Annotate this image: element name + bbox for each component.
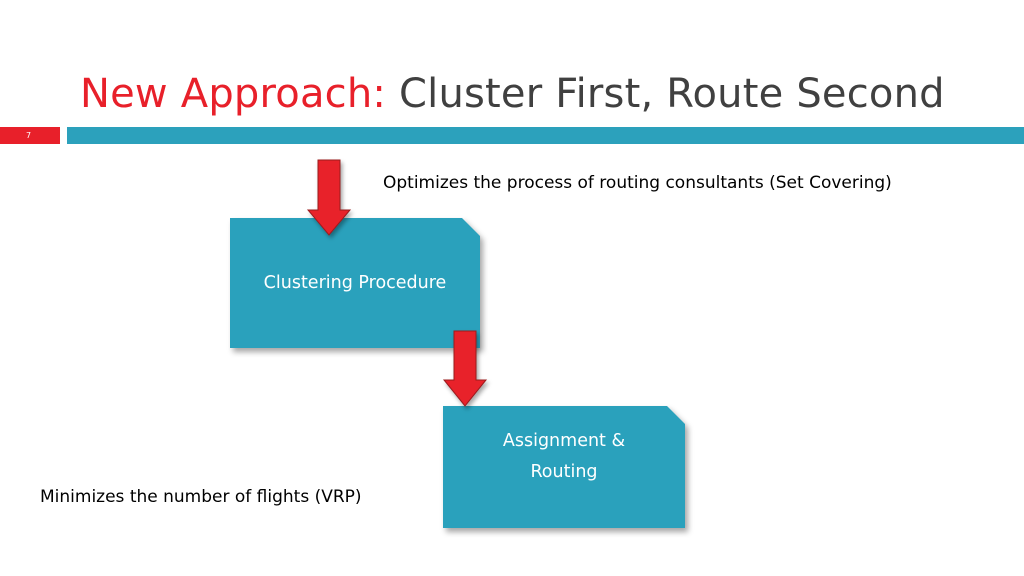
slide-title: New Approach: Cluster First, Route Secon… (80, 66, 945, 122)
note-bottom: Minimizes the number of flights (VRP) (40, 487, 362, 507)
assignment-box: Assignment & Routing (443, 406, 685, 528)
clustering-box-shape (230, 218, 480, 348)
assignment-box-shape (443, 406, 685, 528)
title-accent: New Approach: (80, 71, 387, 117)
arrow-down-2 (442, 330, 488, 407)
clustering-box-label: Clustering Procedure (263, 272, 447, 293)
clustering-box: Clustering Procedure (230, 218, 480, 348)
title-rule-bar (67, 127, 1024, 144)
note-top: Optimizes the process of routing consult… (383, 173, 892, 193)
arrow-down-1 (306, 159, 352, 236)
slide-number: 7 (0, 127, 60, 144)
title-main: Cluster First, Route Second (399, 71, 945, 117)
assignment-box-label: Assignment & Routing (502, 431, 626, 482)
